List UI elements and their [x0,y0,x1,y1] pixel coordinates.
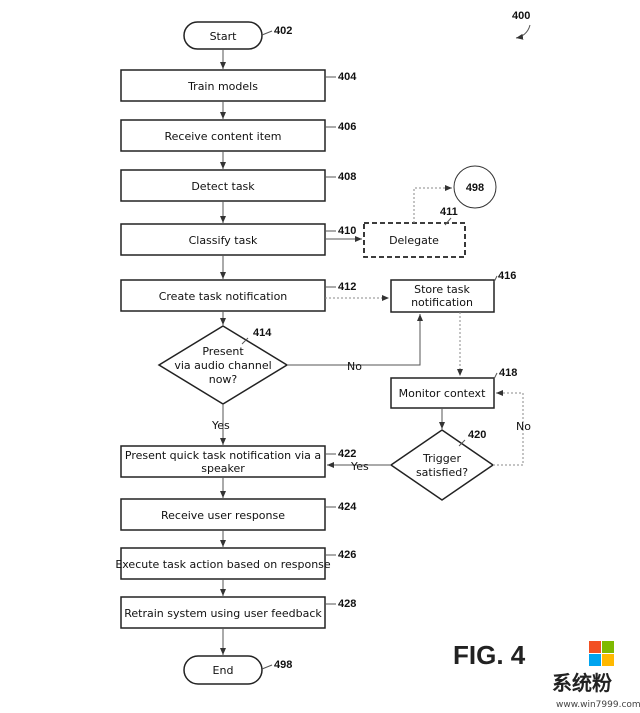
receive-content-item-box: Receive content item [120,119,326,152]
ref-411: 411 [440,206,458,218]
ref-410: 410 [338,225,356,237]
start-node: Start [183,21,263,50]
train-models-box: Train models [120,69,326,102]
execute-task-action-box: Execute task action based on response [115,547,331,580]
ref-420: 420 [468,429,486,441]
edge-label-yes-trigger: Yes [350,460,369,473]
present-quick-notification-box: Present quick task notification via a sp… [120,445,326,478]
svg-text:Execute task action based on r: Execute task action based on response [115,558,331,571]
svg-text:Receive content item: Receive content item [164,130,281,143]
retrain-system-box: Retrain system using user feedback [120,596,326,629]
ref-406: 406 [338,121,356,133]
ref-424: 424 [338,501,357,513]
edge-label-yes-present: Yes [211,419,230,432]
svg-text:Delegate: Delegate [389,234,439,247]
svg-text:498: 498 [466,182,484,194]
off-page-connector-498: 498 [453,165,497,209]
create-task-notification-box: Create task notification [120,279,326,312]
ref-418: 418 [499,367,517,379]
svg-text:Receive user response: Receive user response [161,509,285,522]
svg-text:Train models: Train models [187,80,258,93]
trigger-satisfied-decision: Trigger satisfied? [389,429,495,501]
svg-text:Detect task: Detect task [191,180,255,193]
svg-text:Monitor context: Monitor context [399,387,486,400]
svg-text:Classify task: Classify task [189,234,258,247]
ref-422: 422 [338,448,356,460]
svg-text:Present: Present [202,345,244,358]
receive-user-response-box: Receive user response [120,498,326,531]
classify-task-box: Classify task [120,223,326,256]
watermark-url: www.win7999.com [556,700,640,710]
ref-428: 428 [338,598,356,610]
svg-text:via audio channel: via audio channel [174,359,271,372]
edge-label-no-trigger: No [516,420,531,433]
edge-label-no-present: No [347,360,362,373]
ref-404: 404 [338,71,357,83]
svg-text:now?: now? [209,373,238,386]
ref-414: 414 [253,327,272,339]
watermark-text: 系统粉 [552,671,612,695]
svg-text:Store task: Store task [414,283,470,296]
svg-text:satisfied?: satisfied? [416,466,468,479]
ref-416: 416 [498,270,516,282]
ref-498: 498 [274,659,292,671]
end-node: End [183,655,263,685]
figure-ref-number: 400 [512,10,530,22]
delegate-box: Delegate [363,222,466,258]
flow-arrows [220,49,524,655]
svg-text:speaker: speaker [201,462,245,475]
svg-text:Trigger: Trigger [422,452,461,465]
ref-402: 402 [274,25,292,37]
svg-text:Retrain system using user feed: Retrain system using user feedback [124,607,322,620]
svg-text:End: End [213,664,234,677]
svg-text:Start: Start [210,30,238,43]
svg-text:notification: notification [411,296,473,309]
svg-text:Create task notification: Create task notification [159,290,288,303]
monitor-context-box: Monitor context [390,377,495,409]
watermark-logo-icon [589,641,614,666]
detect-task-box: Detect task [120,169,326,202]
figure-label: FIG. 4 [453,640,526,670]
ref-408: 408 [338,171,356,183]
svg-text:Present quick task notificatio: Present quick task notification via a [125,449,321,462]
store-task-notification-box: Store task notification [390,279,495,313]
figure-ref-arrow [515,24,531,40]
present-via-audio-decision: Present via audio channel now? [157,325,289,405]
ref-426: 426 [338,549,356,561]
ref-412: 412 [338,281,356,293]
